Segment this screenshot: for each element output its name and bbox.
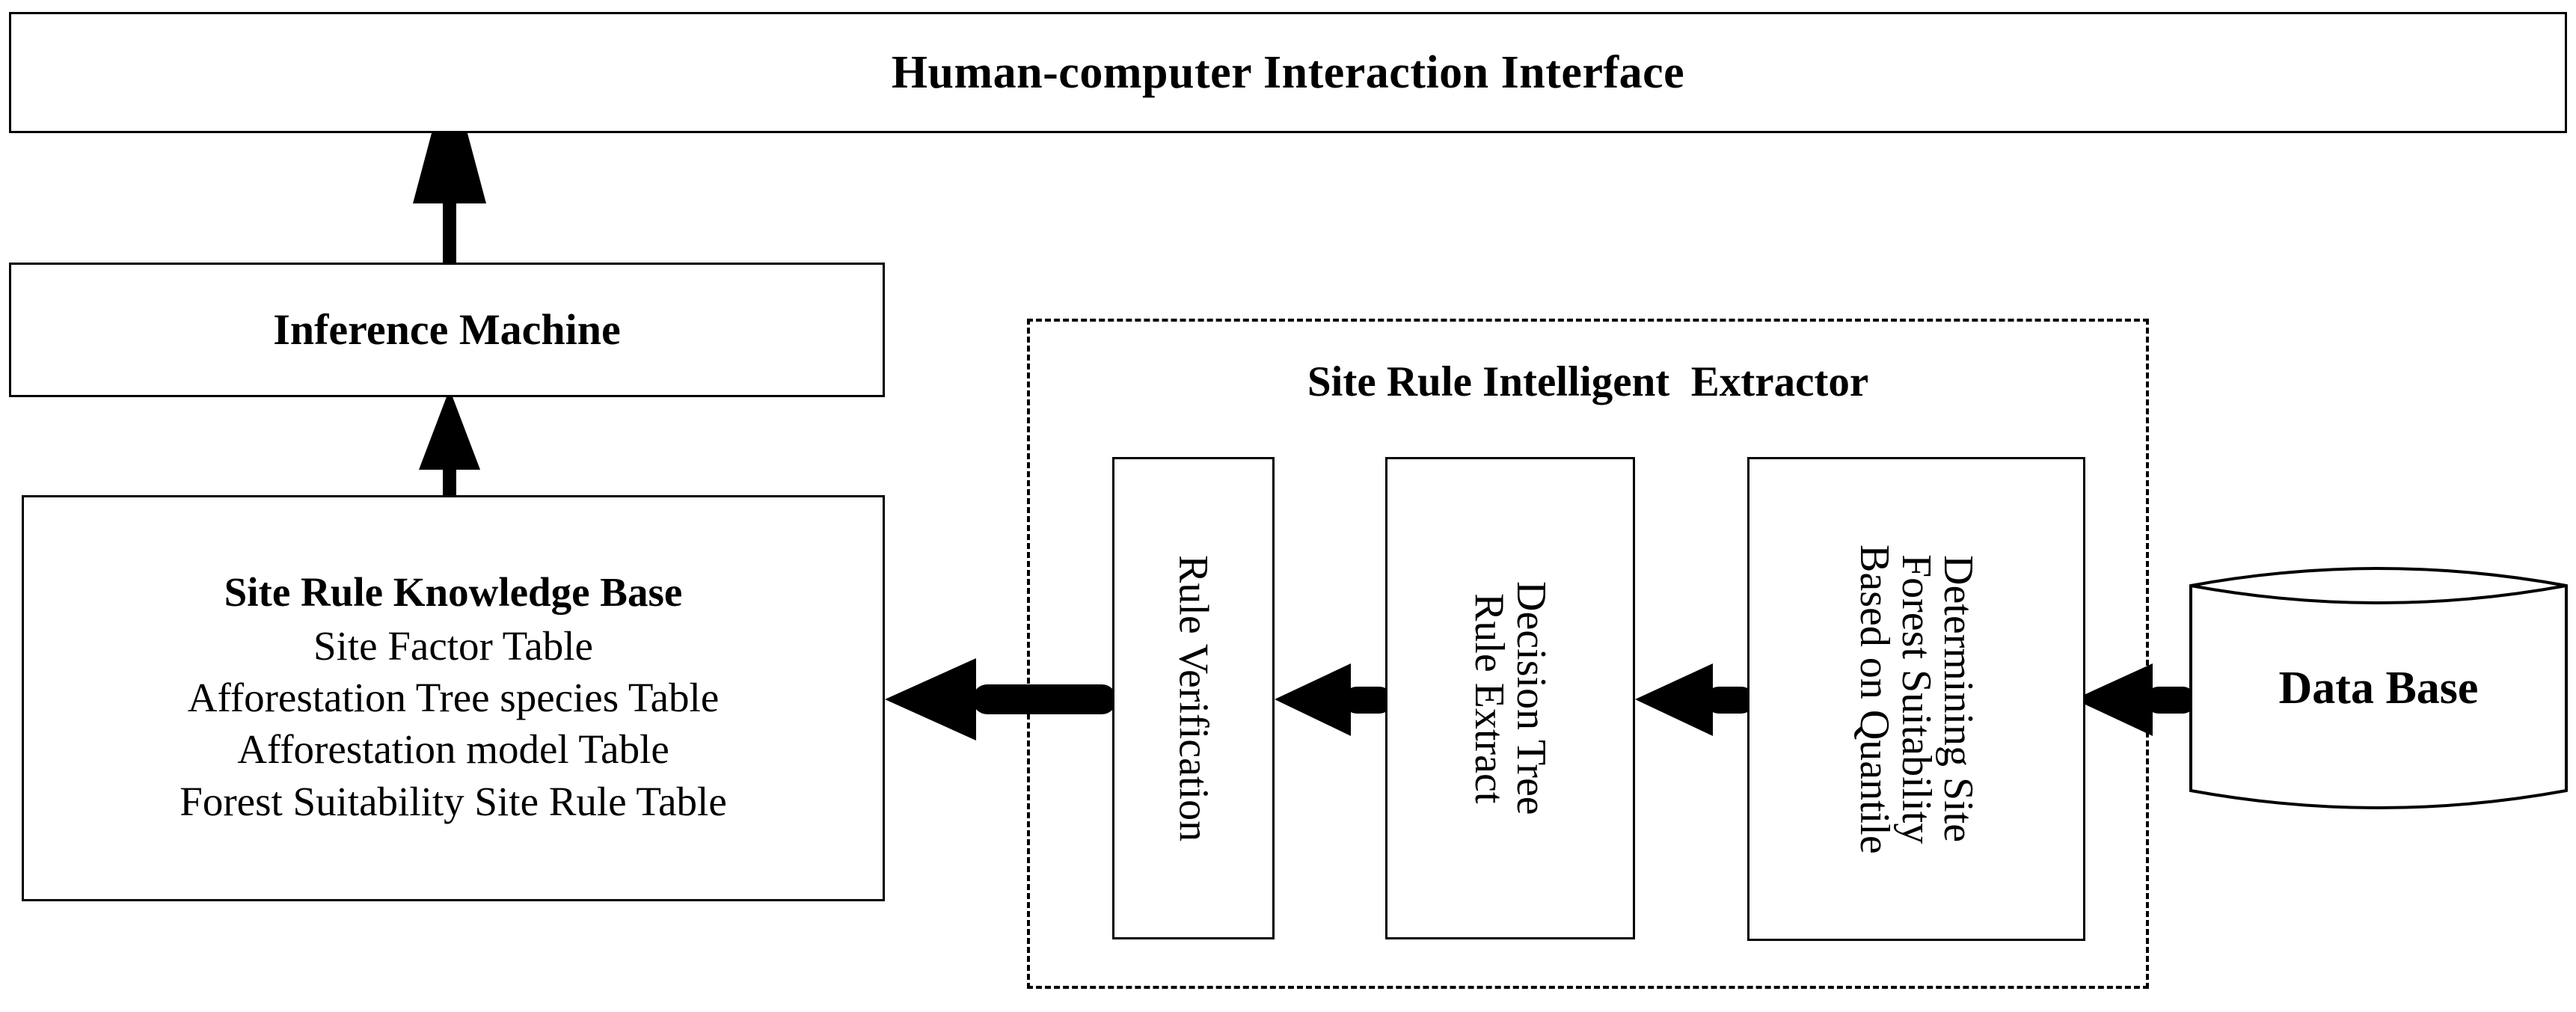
decision-tree-text-stack: Decision Tree Rule Extract <box>1466 459 1554 937</box>
human-computer-interaction-interface-box: Human-computer Interaction Interface <box>9 12 2567 133</box>
determining-site-label-line-3: Based on Quantile <box>1851 544 1898 854</box>
rule-verification-text-stack: Rule Verification <box>1170 459 1217 937</box>
arrow-decisiontree-to-ruleverification <box>1275 663 1393 736</box>
interface-label: Human-computer Interaction Interface <box>891 46 1685 98</box>
arrow-knowledgebase-to-inference <box>419 389 480 497</box>
knowledge-base-item-site-factor-table: Site Factor Table <box>313 622 593 669</box>
arrow-inference-to-interface <box>413 66 486 263</box>
knowledge-base-item-afforestation-model-table: Afforestation model Table <box>237 726 669 773</box>
determining-site-label-line-2: Forest Suitability <box>1893 553 1939 844</box>
database-cylinder-icon <box>2188 565 2569 812</box>
knowledge-base-item-forest-suitability-site-rule-table: Forest Suitability Site Rule Table <box>180 778 727 824</box>
rule-verification-label-line-1: Rule Verification <box>1170 554 1217 842</box>
site-rule-intelligent-extractor-title: Site Rule Intelligent Extractor <box>1307 358 1869 405</box>
rule-verification-box: Rule Verification <box>1112 457 1275 939</box>
determining-site-text-stack: Determining Site Forest Suitability Base… <box>1851 459 1981 939</box>
inference-machine-box: Inference Machine <box>9 263 885 397</box>
arrow-ruleverification-to-knowledgebase <box>885 658 1117 740</box>
decision-tree-label-line-2: Rule Extract <box>1466 592 1512 804</box>
decision-tree-rule-extract-box: Decision Tree Rule Extract <box>1385 457 1635 939</box>
arrow-database-to-determiningsite <box>2074 663 2196 736</box>
determining-site-label-line-1: Determining Site <box>1935 555 1981 843</box>
site-rule-knowledge-base-box: Site Rule Knowledge Base Site Factor Tab… <box>22 495 885 901</box>
knowledge-base-title: Site Rule Knowledge Base <box>224 569 683 616</box>
arrow-determiningsite-to-decisiontree <box>1635 663 1755 736</box>
knowledge-base-item-afforestation-tree-species-table: Afforestation Tree species Table <box>187 675 720 720</box>
decision-tree-label-line-1: Decision Tree <box>1508 581 1554 815</box>
site-rule-intelligent-extractor-group <box>1027 319 2149 989</box>
determining-site-forest-suitability-box: Determining Site Forest Suitability Base… <box>1747 457 2085 941</box>
inference-machine-label: Inference Machine <box>273 305 621 355</box>
